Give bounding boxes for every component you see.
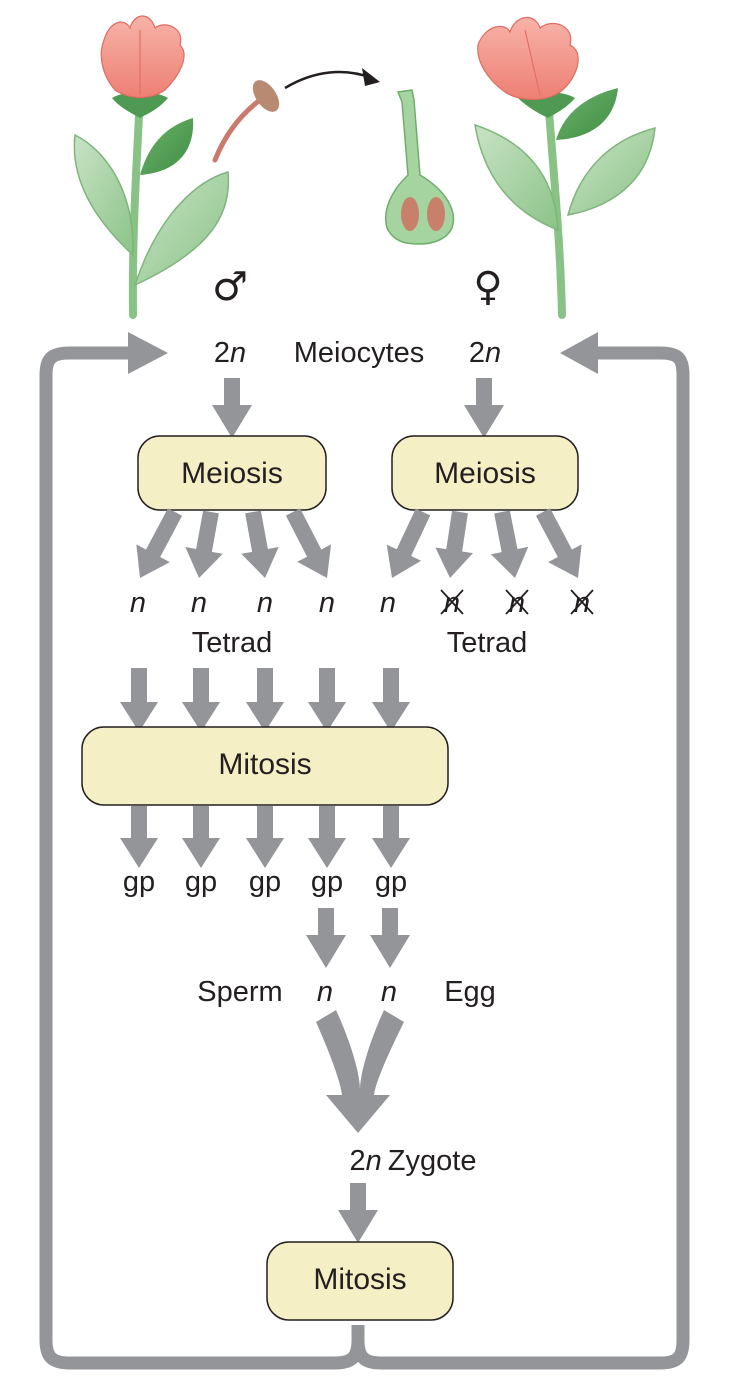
male-plant-stem: [128, 91, 144, 319]
tetrad-product-left: n: [130, 587, 146, 619]
mitosis-label-zygote: Mitosis: [313, 1263, 406, 1296]
female-plant-petals: [477, 17, 579, 101]
meiosis-left-product-arrow: [241, 510, 279, 578]
meiocytes-label: Meiocytes: [294, 337, 425, 369]
tetrad-label-left: Tetrad: [192, 627, 273, 659]
arrow-into-mitosis: [120, 668, 158, 732]
arrows-into-mitosis: [120, 668, 410, 732]
stamen-filament: [212, 97, 263, 163]
meiosis-left-product-arrow: [136, 508, 183, 578]
male-plant-leaf-right-small: [140, 118, 194, 175]
arrow-into-mitosis: [308, 668, 346, 732]
male-plant-leaf-right-large: [133, 171, 230, 287]
meiosis-label-right: Meiosis: [434, 457, 536, 490]
male-plant-leaf-left: [73, 133, 134, 257]
egg-ploidy: n: [381, 976, 397, 1008]
female-plant-leaf-small: [556, 88, 618, 140]
arrow-to-sperm: [306, 908, 346, 968]
arrow-to-gametophyte: [308, 806, 346, 868]
tetrad-product-left: n: [257, 587, 273, 619]
female-symbol: ♀: [473, 264, 502, 310]
meiosis-right-product-arrow: [535, 508, 582, 578]
meiocytes-ploidy-left: 2n: [214, 337, 246, 369]
meiosis-right-product-arrow: [490, 510, 529, 578]
aborted-cross-mark: [570, 589, 594, 615]
gametophyte-label: gp: [249, 866, 281, 898]
return-loop-left: [39, 346, 365, 1370]
gametophyte-label: gp: [185, 866, 217, 898]
arrows-to-gametes: [306, 908, 410, 968]
meiosis-right-product-arrow: [386, 508, 431, 578]
pollination-arrowhead: [362, 68, 380, 86]
ovule-left: [401, 197, 419, 231]
meiosis-box-right: [391, 435, 579, 511]
meiocytes-ploidy-right: 2n: [469, 337, 501, 369]
arrow-to-meiosis-left: [212, 378, 252, 438]
male-plant-sepals: [112, 92, 168, 118]
gametophyte-label: gp: [375, 866, 407, 898]
meiosis-left-product-arrow: [285, 508, 332, 578]
fertilization-arrow: [316, 1010, 404, 1133]
arrow-to-gametophyte: [182, 806, 220, 868]
gametophyte-label: gp: [123, 866, 155, 898]
arrow-to-zygote-mitosis: [338, 1183, 378, 1243]
female-plant-leaf-right: [566, 126, 656, 216]
meiosis-product-arrows: [136, 508, 582, 578]
arrow-to-meiosis-right: [464, 378, 504, 438]
pistil: [385, 89, 455, 245]
return-loop-right-arrowhead: [560, 332, 598, 374]
meiosis-right-product-arrow: [435, 510, 473, 578]
stamen: [212, 80, 280, 163]
arrow-to-gametophyte: [372, 806, 410, 868]
male-symbol: ♂: [212, 264, 248, 310]
egg-label: Egg: [444, 976, 496, 1008]
pollination-arrow: [284, 70, 373, 90]
arrow-to-egg: [370, 908, 410, 968]
return-loop-right: [351, 346, 690, 1370]
tetrad-product-left: n: [191, 587, 207, 619]
gametophyte-label: gp: [311, 866, 343, 898]
male-flower-plant: [73, 15, 230, 319]
female-flower-plant: [474, 17, 656, 319]
mitosis-box-gametophyte: [81, 726, 449, 806]
tetrad-product-left: n: [319, 587, 335, 619]
return-loop-left-arrowhead: [128, 332, 168, 374]
ovule-right: [427, 197, 445, 231]
meiosis-box-left: [137, 435, 327, 511]
tetrad-label-right: Tetrad: [447, 627, 528, 659]
meiosis-label-left: Meiosis: [181, 457, 283, 490]
arrow-to-gametophyte: [246, 806, 284, 868]
arrow-to-gametophyte: [120, 806, 158, 868]
sperm-label: Sperm: [197, 976, 282, 1008]
tetrad-product-right: n: [380, 587, 396, 619]
female-plant-leaf-left: [474, 123, 559, 232]
male-plant-petals: [100, 15, 185, 99]
mitosis-label-gametophyte: Mitosis: [218, 748, 311, 781]
arrows-out-of-mitosis: [120, 806, 410, 868]
arrow-into-mitosis: [246, 668, 284, 732]
mitosis-box-zygote: [266, 1241, 454, 1321]
arrow-into-mitosis: [182, 668, 220, 732]
sperm-ploidy: n: [317, 976, 333, 1008]
arrow-into-mitosis: [372, 668, 410, 732]
aborted-cross-mark: [440, 589, 464, 615]
anther: [252, 80, 280, 112]
meiosis-left-product-arrow: [185, 510, 223, 578]
female-plant-stem: [544, 91, 566, 319]
aborted-cross-mark: [505, 589, 529, 615]
arrows-into-meiosis: [212, 378, 504, 438]
